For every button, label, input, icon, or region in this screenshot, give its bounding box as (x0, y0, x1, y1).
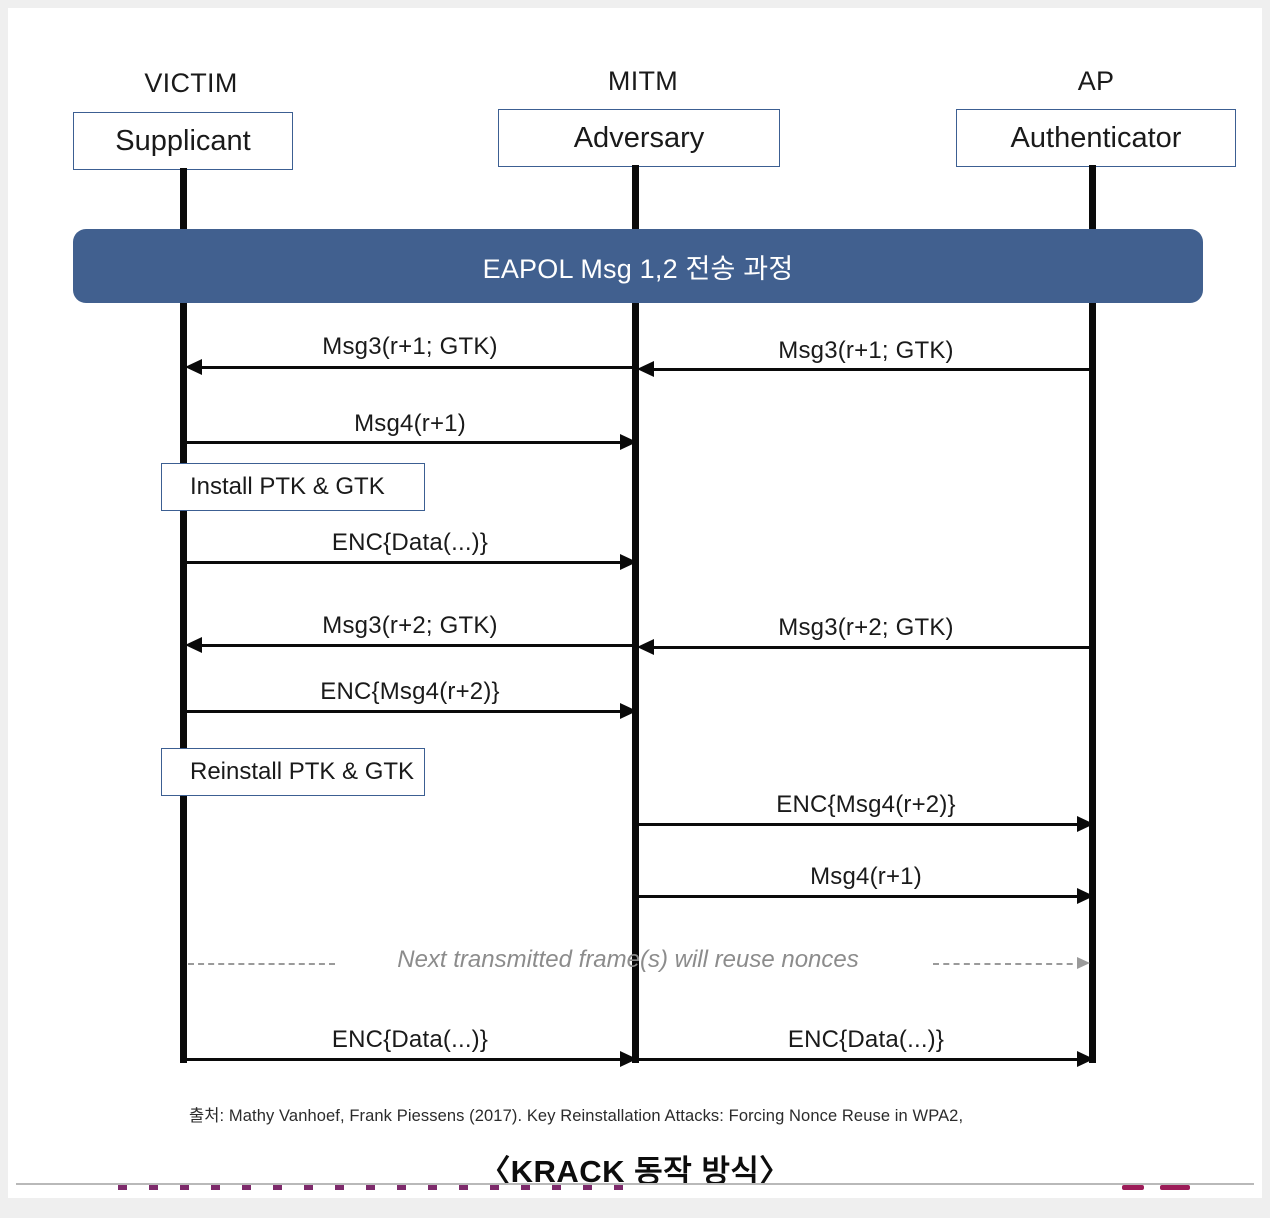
source-citation: 출처: Mathy Vanhoef, Frank Piessens (2017)… (189, 1107, 964, 1125)
cut-off-tick (242, 1185, 251, 1190)
message-arrow (190, 366, 636, 369)
arrow-head-left-icon (185, 359, 202, 375)
arrow-head-left-icon (185, 637, 202, 653)
cut-off-tick (180, 1185, 189, 1190)
actor-role-mitm: MITM (607, 66, 679, 96)
message-label: ENC{Data(...)} (787, 1026, 945, 1053)
message-arrow (185, 710, 631, 713)
message-label: ENC{Msg4(r+2)} (320, 678, 500, 705)
sequence-diagram: VICTIM Supplicant MITM Adversary AP Auth… (8, 8, 1262, 1198)
actor-box-supplicant[interactable]: Supplicant (73, 112, 293, 170)
cut-off-tick (552, 1185, 561, 1190)
cut-off-tick (459, 1185, 468, 1190)
cut-off-tick (273, 1185, 282, 1190)
message-label: Msg3(r+1; GTK) (322, 333, 498, 360)
note-label: Next transmitted frame(s) will reuse non… (397, 946, 859, 973)
cut-off-tick (366, 1185, 375, 1190)
message-arrow (642, 646, 1092, 649)
cut-off-tick (397, 1185, 406, 1190)
eapol-banner: EAPOL Msg 1,2 전송 과정 (73, 229, 1203, 303)
lifeline-authenticator (1089, 165, 1096, 1063)
actor-box-authenticator-label: Authenticator (1010, 121, 1182, 154)
arrow-head-left-icon (637, 361, 654, 377)
cut-off-tick (521, 1185, 530, 1190)
lifeline-supplicant (180, 168, 187, 1063)
lifeline-adversary (632, 165, 639, 1063)
cut-off-tick (428, 1185, 437, 1190)
cut-off-content-blob-a (1122, 1185, 1144, 1190)
note-arrow-head-icon (1077, 957, 1090, 969)
arrow-head-right-icon (620, 703, 637, 719)
arrow-head-left-icon (637, 639, 654, 655)
slide-canvas: VICTIM Supplicant MITM Adversary AP Auth… (8, 8, 1262, 1198)
action-box-install[interactable]: Install PTK & GTK (161, 463, 425, 511)
message-arrow (190, 644, 636, 647)
actor-box-authenticator[interactable]: Authenticator (956, 109, 1236, 167)
cut-off-tick (490, 1185, 499, 1190)
note-dash-left (188, 963, 335, 965)
actor-box-adversary[interactable]: Adversary (498, 109, 780, 167)
action-box-reinstall-label: Reinstall PTK & GTK (190, 758, 415, 785)
message-arrow (185, 441, 631, 444)
message-label: Msg4(r+1) (354, 410, 466, 437)
arrow-head-right-icon (1077, 1051, 1094, 1067)
message-label: ENC{Data(...)} (331, 529, 489, 556)
arrow-head-right-icon (620, 1051, 637, 1067)
cut-off-tick (304, 1185, 313, 1190)
message-label: ENC{Msg4(r+2)} (776, 791, 956, 818)
arrow-head-right-icon (1077, 816, 1094, 832)
cut-off-tick (335, 1185, 344, 1190)
message-label: Msg3(r+2; GTK) (322, 612, 498, 639)
action-box-reinstall[interactable]: Reinstall PTK & GTK (161, 748, 425, 796)
message-label: Msg3(r+2; GTK) (778, 614, 954, 641)
note-dash-right (933, 963, 1083, 965)
message-arrow (185, 1058, 631, 1061)
actor-role-victim: VICTIM (144, 68, 238, 98)
actor-box-supplicant-label: Supplicant (115, 124, 251, 157)
cut-off-tick (211, 1185, 220, 1190)
message-label: Msg4(r+1) (810, 863, 922, 890)
message-label: ENC{Data(...)} (331, 1026, 489, 1053)
cut-off-tick (149, 1185, 158, 1190)
cut-off-tick (614, 1185, 623, 1190)
cut-off-content-blob-b (1160, 1185, 1190, 1190)
action-box-install-label: Install PTK & GTK (190, 473, 385, 500)
cut-off-content-ticks (118, 1185, 638, 1190)
message-label: Msg3(r+1; GTK) (778, 337, 954, 364)
message-arrow (642, 368, 1092, 371)
actor-role-ap: AP (1077, 66, 1115, 96)
eapol-banner-label: EAPOL Msg 1,2 전송 과정 (482, 253, 794, 284)
message-arrow (185, 561, 631, 564)
bottom-divider (16, 1183, 1254, 1185)
message-arrow (637, 823, 1087, 826)
arrow-head-right-icon (620, 554, 637, 570)
message-arrow (637, 1058, 1087, 1061)
message-arrow (637, 895, 1087, 898)
arrow-head-right-icon (620, 434, 637, 450)
cut-off-tick (118, 1185, 127, 1190)
cut-off-tick (583, 1185, 592, 1190)
actor-box-adversary-label: Adversary (573, 121, 705, 154)
arrow-head-right-icon (1077, 888, 1094, 904)
